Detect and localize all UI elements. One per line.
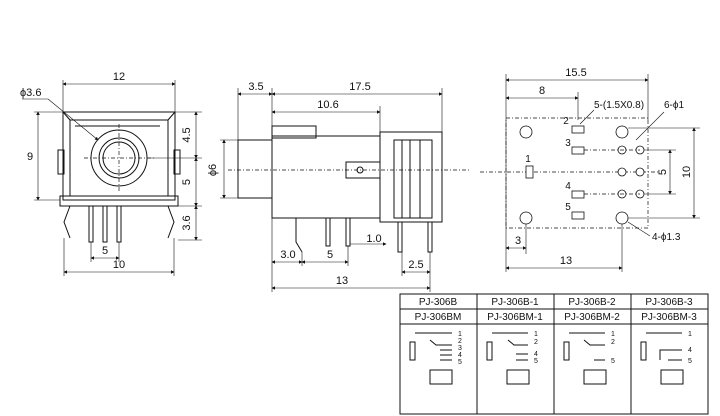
schematic-pin: 4 [458,352,462,359]
front-width-top: 12 [113,71,125,83]
side-dim-10-6: 10.6 [317,99,338,111]
front-width-bottom: 10 [113,259,125,271]
front-dim-3-6: 3.6 [181,215,193,230]
mount-note: 4-ϕ1.3 [652,232,681,243]
hole-diameter-label: ϕ3.6 [20,87,41,99]
pin-label-5: 5 [565,202,571,213]
footprint-dim-3: 3 [515,235,521,247]
front-dim-4-5: 4.5 [181,127,193,142]
model-cell: PJ-306B-2 [568,297,616,308]
side-dim-3-0: 3.0 [280,249,295,261]
schematic-pin: 5 [534,358,538,365]
schematic-pin: 2 [611,339,615,346]
schematic-pin: 1 [458,331,462,338]
schematic-pin: 5 [458,359,462,366]
pin-label-3: 3 [565,138,571,149]
schematic-1: 1 2 3 4 5 [409,331,462,385]
schematic-pin: 3 [458,345,462,352]
schematic-pin: 2 [458,338,462,345]
model-cell: PJ-306BM [415,312,462,323]
schematic-pin: 1 [534,331,538,338]
front-view: 12 ϕ3.6 9 [20,71,202,276]
side-dim-3-5: 3.5 [248,81,263,93]
side-dim-1-0: 1.0 [366,233,381,245]
hole-note: 6-ϕ1 [664,100,684,111]
pin-label-4: 4 [565,181,571,192]
footprint-dim-13: 13 [560,255,572,267]
footprint-dim-10: 10 [681,166,693,178]
model-cell: PJ-306BM-3 [641,312,697,323]
slot-note: 5-(1.5X0.8) [594,100,644,111]
side-dim-2-5: 2.5 [408,259,423,271]
model-cell: PJ-306B-3 [645,297,693,308]
side-view: 3.5 17.5 10.6 ϕ6 1.0 [207,81,470,292]
front-dim-5: 5 [181,179,193,185]
schematic-pin: 4 [534,351,538,358]
schematic-4: 1 4 5 [640,331,692,385]
pcb-footprint: 15.5 8 5-(1.5X0.8) 6-ϕ1 4-ϕ1.3 [480,67,700,272]
footprint-dim-8: 8 [539,85,545,97]
side-body-diameter: ϕ6 [207,164,219,176]
model-cell: PJ-306BM-2 [564,312,620,323]
schematic-pin: 5 [611,358,615,365]
schematic-pin: 5 [688,358,692,365]
model-cell: PJ-306BM-1 [487,312,543,323]
side-dim-17-5: 17.5 [349,81,370,93]
schematic-pin: 1 [688,331,692,338]
front-height-left: 9 [27,151,33,163]
side-dim-5: 5 [327,249,333,261]
schematic-2: 1 2 4 5 [486,331,538,385]
footprint-dim-15-5: 15.5 [565,67,586,79]
footprint-dim-5: 5 [657,169,669,175]
schematic-pin: 1 [611,331,615,338]
pin-label-2: 2 [563,116,569,127]
schematic-pin: 4 [688,347,692,354]
front-pin-spacing: 5 [102,245,108,257]
model-table: PJ-306B PJ-306B-1 PJ-306B-2 PJ-306B-3 PJ… [399,293,709,415]
schematic-pin: 2 [534,339,538,346]
model-cell: PJ-306B-1 [491,297,539,308]
pin-label-1: 1 [525,154,531,165]
model-cell: PJ-306B [419,297,458,308]
side-dim-13: 13 [336,275,348,287]
schematic-3: 1 2 5 [563,331,615,385]
